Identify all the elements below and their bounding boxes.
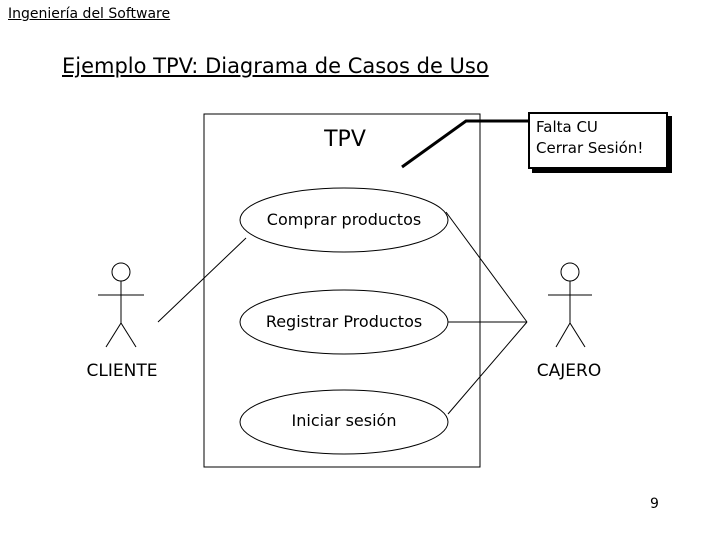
association-cliente-comprar [157, 237, 247, 323]
note-box: Falta CU Cerrar Sesión! [528, 112, 668, 169]
association-cajero-comprar [445, 211, 528, 323]
system-name: TPV [324, 127, 366, 152]
association-cajero-iniciar [447, 321, 528, 415]
actor-cajero-label: CAJERO [536, 361, 602, 381]
actor-cajero-figure [548, 262, 592, 348]
use-case-ellipse-iniciar [239, 389, 449, 455]
use-case-comprar-productos: Comprar productos [266, 210, 422, 229]
slide-title: Ejemplo TPV: Diagrama de Casos de Uso [62, 54, 489, 78]
use-case-iniciar-sesion: Iniciar sesión [291, 411, 397, 430]
course-header: Ingeniería del Software [8, 6, 171, 22]
page-number: 9 [650, 496, 659, 512]
note-connector [401, 119, 528, 169]
note-line-1: Falta CU [536, 118, 598, 136]
note-line-2: Cerrar Sesión! [536, 139, 644, 157]
system-boundary [203, 113, 481, 468]
use-case-registrar-productos: Registrar Productos [265, 312, 423, 331]
actor-cliente-figure [98, 262, 144, 348]
use-case-ellipse-comprar [239, 187, 449, 253]
actor-cliente-label: CLIENTE [86, 361, 158, 381]
